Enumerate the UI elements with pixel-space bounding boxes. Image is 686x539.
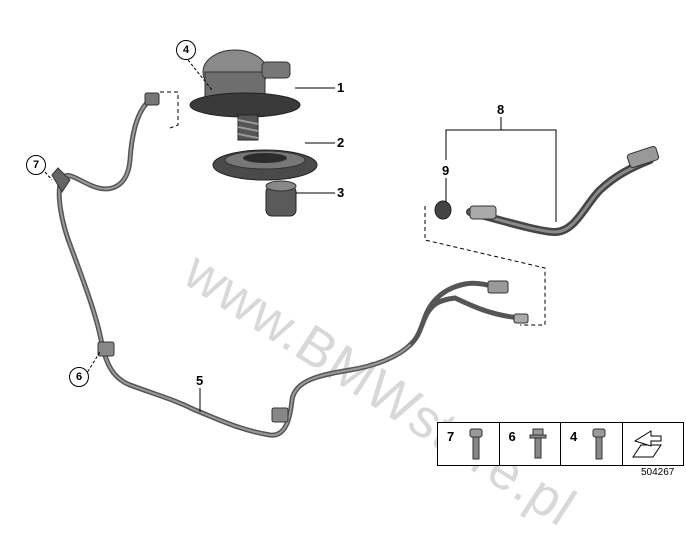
- exploded-view: [44, 49, 660, 438]
- parts-legend-cell: [623, 423, 684, 465]
- line-8-fitting-end: [626, 145, 660, 169]
- arrow-icon: [631, 430, 662, 458]
- reference-number: 504267: [641, 467, 675, 478]
- parts-legend-cell: 6: [500, 423, 561, 465]
- parts-legend-cell: 4: [561, 423, 623, 465]
- seal-ring-9: [434, 200, 452, 220]
- callout-7: 7: [26, 155, 46, 175]
- parts-legend-label: 4: [570, 429, 578, 444]
- diagram-stage: www.BMWstore.pl: [26, 40, 684, 538]
- fuel-line-highlight: [58, 99, 411, 437]
- bolt-icon: [469, 428, 483, 460]
- roller-tappet: [265, 180, 297, 217]
- fuel-line-8: [466, 156, 654, 237]
- high-pressure-pump: [189, 49, 301, 141]
- bolt-icon: [592, 428, 606, 460]
- line-fitting-right: [487, 280, 509, 294]
- callout-4: 4: [176, 40, 196, 60]
- leader-lines: [44, 59, 557, 412]
- line-clip-lower: [271, 407, 289, 423]
- parts-legend-label: 7: [447, 429, 455, 444]
- callout-9: 9: [442, 163, 450, 178]
- callout-1: 1: [337, 80, 345, 95]
- parts-legend-label: 6: [508, 429, 516, 444]
- parts-legend-cell: 7: [438, 423, 500, 465]
- callout-8: 8: [497, 102, 505, 117]
- line-fitting-top: [144, 92, 160, 106]
- line-clip-6: [97, 341, 115, 357]
- callout-6: 6: [69, 367, 89, 387]
- line-fitting-end: [513, 313, 529, 324]
- line-8-fitting-start: [469, 205, 497, 220]
- callout-2: 2: [337, 135, 345, 150]
- callout-3: 3: [337, 185, 345, 200]
- bracket-7: [51, 167, 71, 193]
- parts-legend: 7 6 4: [437, 422, 684, 466]
- flange-bolt-icon: [529, 428, 546, 459]
- pump-gasket: [212, 149, 318, 181]
- callout-5: 5: [196, 373, 204, 388]
